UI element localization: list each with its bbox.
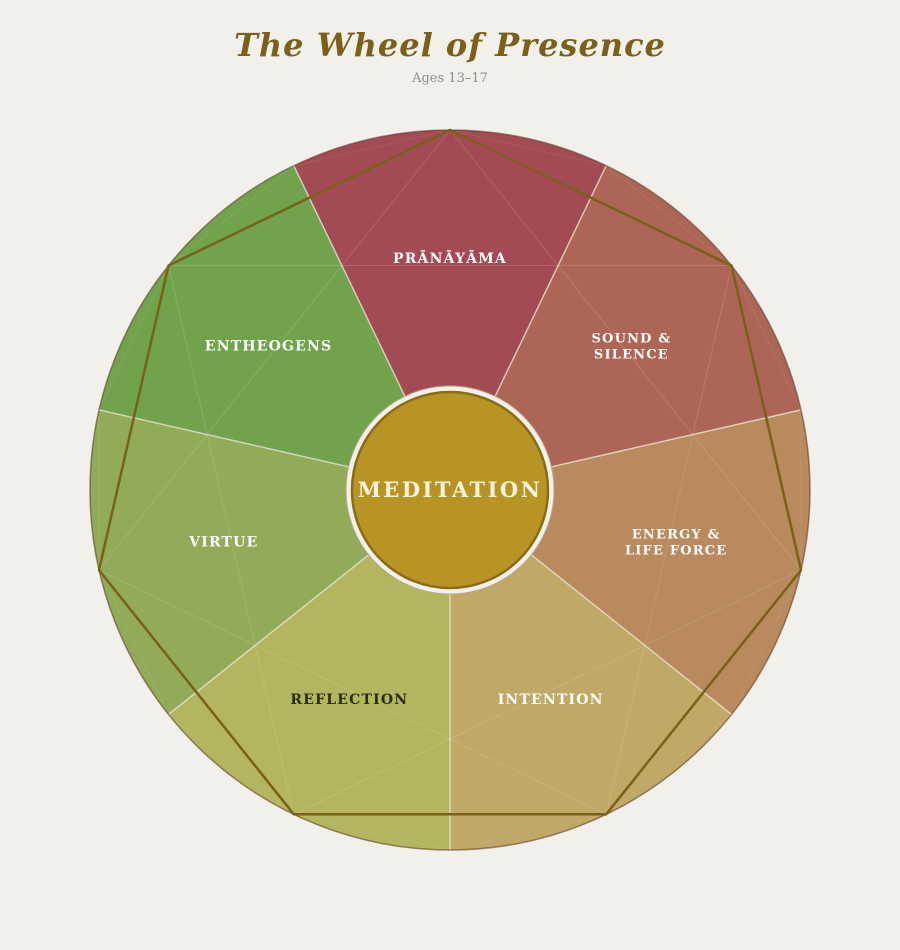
segment-accent-line [449,129,802,571]
heptagon-outline [97,128,803,816]
segment-accent-line [168,265,295,815]
segment-label-line: SILENCE [594,347,669,362]
segment-accent-line [98,129,451,571]
segment-accent-line [449,129,607,167]
segment-accent-line [605,165,732,266]
segment-label-line: LIFE FORCE [625,544,728,559]
segment-label: ENTHEOGENS [205,338,333,354]
segment-accent-line [98,569,607,815]
segment-label: ENERGY &LIFE FORCE [625,528,728,559]
segment-label-line: ENTHEOGENS [205,338,333,354]
segment-label: REFLECTION [290,692,408,708]
segment-accent-line [293,569,802,815]
page-subtitle: Ages 13–17 [412,71,488,86]
segment-label: INTENTION [498,692,604,708]
page-title: The Wheel of Presence [234,26,666,64]
segment-accent-line [98,569,169,715]
segment-label-line: SOUND & [591,331,671,346]
segment-accent-lines [98,129,802,851]
wheel-segment [99,165,450,490]
segment-accent-line [98,129,451,571]
segment-accent-line [293,813,451,851]
segment-accent-line [98,265,169,411]
segment-label-line: INTENTION [498,692,604,708]
segment-accent-line [293,569,802,815]
segment-label-line: PRĀNĀYĀMA [393,248,507,267]
wheel-segment [168,490,450,850]
segment-accent-line [449,129,802,571]
segment-accent-line [168,165,295,266]
hub-circle [350,390,550,590]
segment-labels: PRĀNĀYĀMA SOUND &SILENCE ENERGY &LIFE FORC… [188,248,728,708]
segment-accent-line [293,129,451,167]
segment-label: SOUND &SILENCE [591,331,671,362]
segment-accent-line [731,265,802,411]
segment-accent-line [731,569,802,715]
segment-label-line: ENERGY & [632,528,721,543]
segment-accent-line [605,265,732,815]
hub-label: MEDITATION [358,477,543,502]
segment-accent-line [449,813,607,851]
wheel-segment [293,130,607,490]
segment-label: VIRTUE [188,535,258,551]
segment-accent-line [168,714,295,815]
segment-accent-line [605,714,732,815]
segment-accent-line [605,265,732,815]
wheel-segment [450,165,801,490]
wheel-segments [89,130,811,850]
segment-label-line: REFLECTION [290,692,408,708]
segment-accent-line [98,569,607,815]
segment-accent-line [168,265,295,815]
segment-label: PRĀNĀYĀMA [393,248,507,267]
wheel-segment [450,490,732,850]
segment-label-line: VIRTUE [188,535,258,551]
